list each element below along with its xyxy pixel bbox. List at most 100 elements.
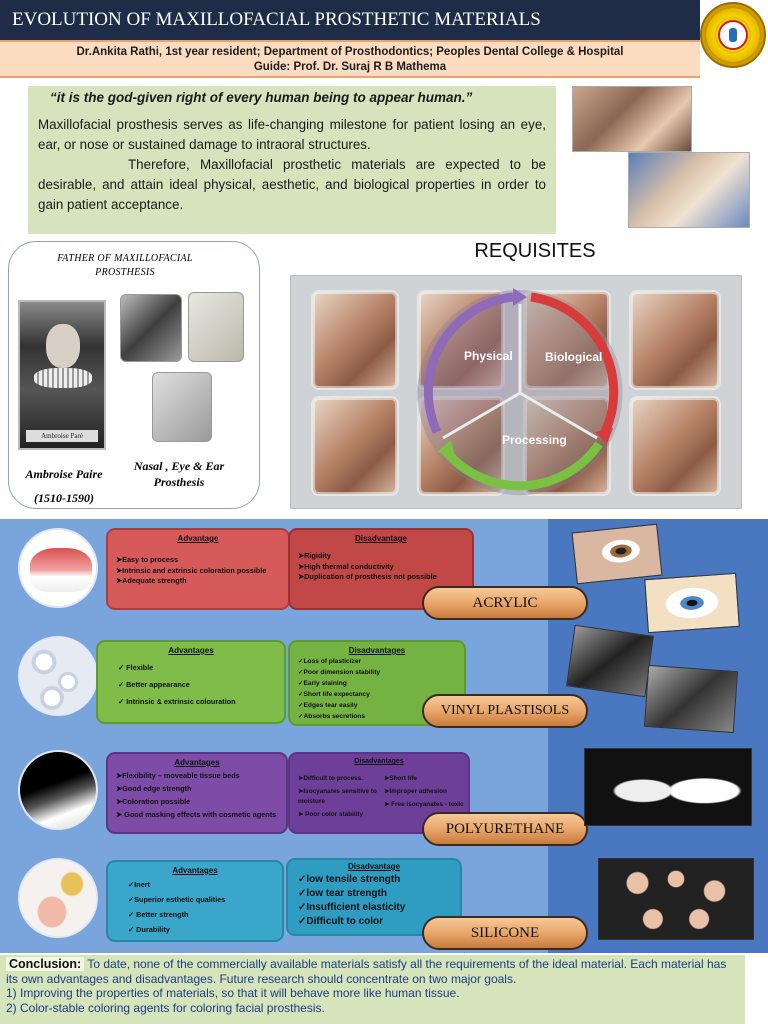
acrylic-disadvantages-title: Disadvantage: [354, 534, 408, 543]
vinyl-nose-photo-2: [643, 664, 739, 734]
biological-label: Biological: [545, 350, 603, 364]
vinyl-disadvantage-item: ✓Poor dimension stability: [298, 669, 381, 676]
acrylic-eye-photo: [571, 523, 663, 585]
acrylic-disadvantage-item: ➤High thermal conductivity: [298, 561, 394, 571]
vinyl-advantage-item: ✓ Intrinsic & extrinsic colouration: [118, 697, 236, 706]
silicone-advantages-box: Advantages ✓Inert ✓Superior esthetic qua…: [106, 860, 284, 942]
biological-arc: [530, 292, 619, 434]
silicone-disadvantages-title: Disadvantage: [347, 862, 401, 871]
silicone-advantage-item: ✓ Durability: [128, 925, 170, 934]
prosthesis-caption: Nasal , Eye & Ear Prosthesis: [133, 459, 225, 489]
silicone-disadvantage-item: ✓Difficult to color: [298, 916, 384, 927]
polyurethane-advantage-item: ➤Good edge strength: [116, 784, 192, 793]
nasal-prosthesis-drawing: [120, 294, 182, 362]
authors-banner: Dr.Ankita Rathi, 1st year resident; Depa…: [0, 40, 700, 78]
eye-prosthesis-tile-3: [629, 396, 721, 496]
physical-arc: [423, 292, 514, 434]
polyurethane-advantage-item: ➤ Good masking effects with cosmetic age…: [116, 810, 277, 819]
polyurethane-disadvantage-item: ➤ Free isocyanates - toxic: [384, 801, 464, 808]
biological-sector: [520, 290, 623, 444]
intro-quote: “it is the god-given right of every huma…: [50, 90, 473, 105]
acrylic-label: ACRYLIC: [422, 586, 588, 620]
authors-line: Dr.Ankita Rathi, 1st year resident; Depa…: [76, 46, 624, 58]
eye-prosthesis-tile-2: [629, 290, 721, 390]
polyurethane-photo: [584, 748, 752, 826]
silicone-disadvantages-box: Disadvantage ✓low tensile strength ✓low …: [286, 858, 462, 936]
father-title: FATHER OF MAXILLOFACIAL PROSTHESIS: [57, 253, 193, 278]
divider-line: [519, 391, 598, 440]
poster-title: EVOLUTION OF MAXILLOFACIAL PROSTHETIC MA…: [0, 0, 700, 40]
polyurethane-thumbnail: [18, 750, 98, 830]
intro-paragraph-1: Maxillofacial prosthesis serves as life-…: [38, 117, 546, 152]
polyurethane-advantage-item: ➤Coloration possible: [116, 797, 191, 806]
vinyl-disadvantage-item: ✓Short life expectancy: [298, 691, 370, 698]
silicone-disadvantage-item: ✓low tear strength: [298, 888, 387, 899]
prosthesis-fabrication-photo: [572, 86, 692, 152]
polyurethane-disadvantage-item: ➤Short life: [384, 775, 418, 782]
guide-line: Guide: Prof. Dr. Suraj R B Mathema: [253, 61, 447, 73]
requisites-title: REQUISITES: [474, 240, 596, 262]
vinyl-plastisols-label: VINYL PLASTISOLS: [422, 694, 588, 728]
eye-prosthesis-fitting-photo: [628, 152, 750, 228]
conclusion-box: Conclusion: To date, none of the commerc…: [0, 955, 745, 1024]
father-name-block: Ambroise Paire (1510-1590): [16, 462, 112, 510]
vinyl-disadvantages-title: Disadvantages: [348, 646, 406, 655]
requisites-panel: Physical Biological Processing: [290, 275, 742, 509]
silicone-advantage-item: ✓Superior esthetic qualities: [128, 895, 226, 904]
vinyl-plastisols-thumbnail: [18, 636, 98, 716]
vinyl-nose-photo: [566, 624, 654, 698]
polyurethane-advantages-box: Advantages ➤Flexibility – moveable tissu…: [106, 752, 288, 834]
vinyl-advantages-box: Advantages ✓ Flexible ✓ Better appearanc…: [96, 640, 286, 724]
divider-line: [442, 391, 521, 440]
vinyl-disadvantage-item: ✓Loss of plasticizer: [298, 658, 362, 665]
acrylic-advantage-item: ➤Intrinsic and extrinsic coloration poss…: [116, 565, 267, 575]
physical-arrowhead: [513, 288, 527, 306]
polyurethane-advantages-title: Advantages: [174, 758, 220, 767]
ambroise-pare-portrait: Ambroise Paré: [18, 300, 106, 450]
silicone-disadvantage-item: ✓Insufficient elasticity: [298, 902, 406, 913]
father-name: Ambroise Paire: [25, 467, 103, 481]
polyurethane-disadvantages-right: ➤Short life ➤Improper adhesion ➤ Free is…: [384, 774, 466, 810]
acrylic-advantage-item: ➤Easy to process: [116, 555, 179, 564]
ear-prosthesis-tile: [311, 396, 399, 496]
vinyl-advantages-title: Advantages: [168, 646, 214, 655]
acrylic-advantage-item: ➤Adequate strength: [116, 576, 187, 585]
processing-arrowhead: [437, 440, 455, 458]
silicone-advantage-item: ✓ Better strength: [128, 910, 189, 919]
silicone-disadvantage-item: ✓low tensile strength: [298, 874, 401, 885]
polyurethane-disadvantages-title: Disadvantages: [354, 758, 404, 765]
acrylic-eye-photo-2: [644, 572, 740, 634]
acrylic-advantages-title: Advantage: [177, 534, 219, 543]
physical-sector: [417, 290, 520, 444]
polyurethane-label: POLYURETHANE: [422, 812, 588, 846]
conclusion-point-1: 1) Improving the properties of materials…: [6, 986, 460, 1000]
eye-prosthesis-drawing: [188, 292, 244, 362]
acrylic-advantages-box: Advantage ➤Easy to process ➤Intrinsic an…: [106, 528, 290, 610]
physical-label: Physical: [464, 349, 513, 363]
intro-paragraph-2: Therefore, Maxillofacial prosthetic mate…: [38, 157, 546, 212]
biological-arrowhead: [595, 428, 613, 444]
intro-box: “it is the god-given right of every huma…: [28, 86, 556, 234]
polyurethane-disadvantage-item: ➤Difficult to process.: [298, 775, 364, 782]
portrait-caption: Ambroise Paré: [26, 430, 98, 442]
vinyl-disadvantage-item: ✓Absorbs secretions: [298, 713, 366, 720]
polyurethane-disadvantage-item: ➤Isocyanates sensitive to moisture: [298, 788, 377, 805]
acrylic-disadvantage-item: ➤Duplication of prosthesis not possible: [298, 572, 437, 581]
vinyl-advantage-item: ✓ Better appearance: [118, 680, 190, 689]
polyurethane-disadvantage-item: ➤ Poor color stability: [298, 811, 364, 818]
processing-label: Processing: [502, 433, 567, 447]
processing-arc: [441, 441, 603, 491]
silicone-label: SILICONE: [422, 916, 588, 950]
conclusion-text: To date, none of the commercially availa…: [6, 957, 727, 986]
silicone-thumbnail: [18, 858, 98, 938]
college-logo-icon: [700, 2, 766, 68]
silicone-ears-photo: [598, 858, 754, 940]
polyurethane-advantage-item: ➤Flexibility – moveable tissue beds: [116, 771, 240, 780]
vinyl-advantage-item: ✓ Flexible: [118, 663, 154, 672]
requisites-cycle-diagram: [417, 288, 623, 496]
vinyl-disadvantage-item: ✓Edges tear easily: [298, 702, 358, 709]
acrylic-disadvantage-item: ➤Rigidity: [298, 551, 331, 560]
father-years: (1510-1590): [34, 491, 94, 505]
silicone-advantage-item: ✓Inert: [128, 880, 150, 889]
